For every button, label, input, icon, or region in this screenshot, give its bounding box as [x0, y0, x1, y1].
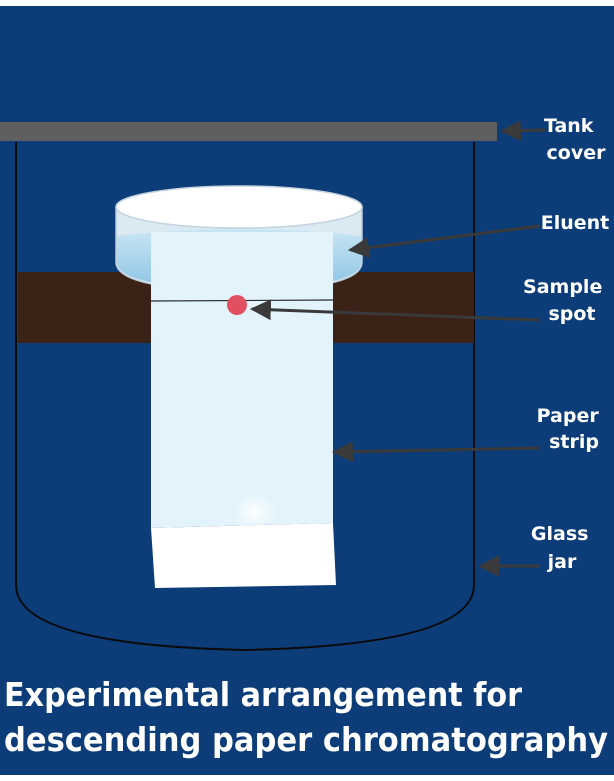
- glass-jar-label: Glass jar: [531, 523, 595, 573]
- paper-strip-dry-end: [151, 523, 336, 588]
- trough-rim: [115, 185, 363, 229]
- tank-cover-label: Tank cover: [544, 115, 606, 164]
- sample-spot-label: Sample spot: [523, 276, 609, 325]
- glass-jar: [15, 142, 475, 652]
- paper-strip: [151, 232, 336, 588]
- tank-cover: [0, 122, 497, 141]
- eluent-label: Eluent: [541, 212, 610, 234]
- paper-glint: [233, 494, 277, 530]
- paper-strip-arrow: [331, 441, 541, 463]
- paper-strip-label: Paper strip: [537, 405, 606, 453]
- caption-line-1: Experimental arrangement for: [4, 675, 523, 714]
- sample-spot-arrow: [249, 299, 541, 322]
- eluent-arrow: [347, 224, 541, 259]
- caption-line-2: descending paper chromatography: [4, 720, 608, 759]
- sample-spot: [227, 295, 247, 315]
- tank-cover-arrow: [499, 120, 546, 142]
